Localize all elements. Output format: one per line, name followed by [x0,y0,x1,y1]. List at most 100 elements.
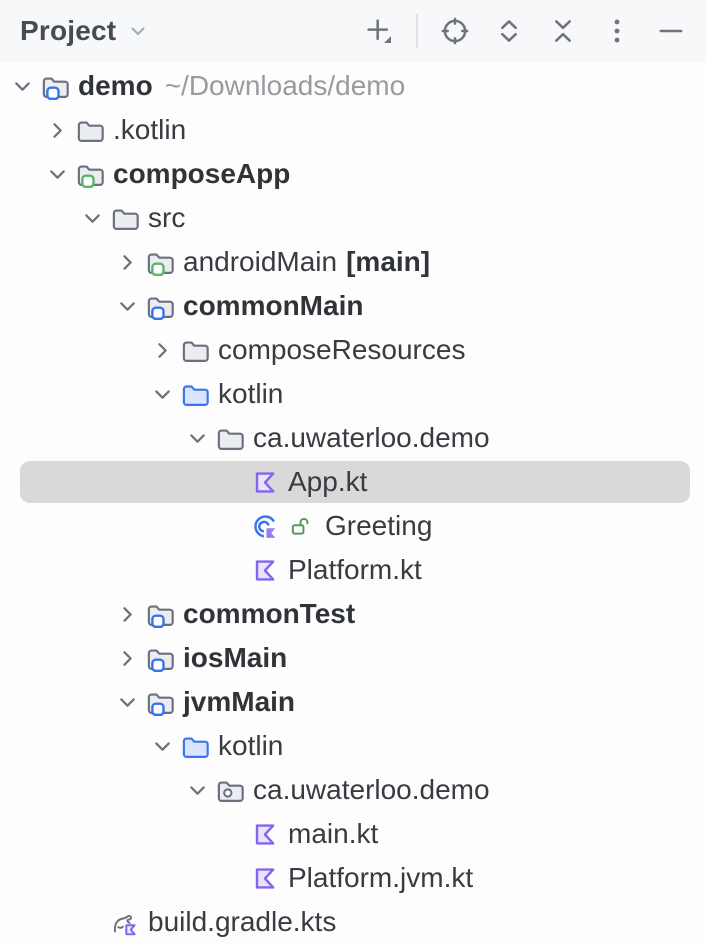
row-label: kotlin [218,378,284,409]
chevron-spacer [215,465,250,500]
row-label: main.kt [288,818,379,849]
folder-icon [110,204,139,233]
tree-row-commonmain[interactable]: commonMain [0,284,706,328]
row-label: androidMain [183,246,338,277]
tree-row-platform-kt[interactable]: Platform.kt [0,548,706,592]
indent [0,636,110,680]
tree-row-demo[interactable]: demo ~/Downloads/demo [0,64,706,108]
folder-icon [180,336,209,365]
indent [0,328,145,372]
row-label: Greeting [325,510,433,541]
project-toolwindow-header: Project [0,0,706,62]
indent [0,724,145,768]
chevron-down-icon[interactable] [5,69,40,104]
indent [0,108,40,152]
chevron-right-icon[interactable] [145,333,180,368]
tree-row-src[interactable]: src [0,196,706,240]
row-label: build.gradle.kts [148,906,337,937]
select-opened-file-button[interactable] [438,14,472,48]
chevron-right-icon[interactable] [110,641,145,676]
tree-row-build-gradle-kts[interactable]: build.gradle.kts [0,900,706,944]
row-label: composeResources [218,334,466,365]
chevron-down-icon[interactable] [110,289,145,324]
tree-row-app-kt[interactable]: App.kt [0,460,706,504]
indent [0,592,110,636]
chevron-down-icon[interactable] [125,18,151,44]
chevron-spacer [215,553,250,588]
row-label: .kotlin [113,114,187,145]
indent [0,284,110,328]
package-icon [215,776,244,805]
chevron-down-icon[interactable] [145,729,180,764]
expand-all-button[interactable] [492,14,526,48]
indent [0,680,110,724]
indent [0,900,75,944]
tree-row-jvmmain[interactable]: jvmMain [0,680,706,724]
row-label: App.kt [288,466,368,497]
hide-toolwindow-button[interactable] [654,14,688,48]
indent [0,416,180,460]
tree-row-composeapp[interactable]: composeApp [0,152,706,196]
collapse-all-button[interactable] [546,14,580,48]
kotlin-class-icon [250,512,279,541]
tree-row-kotlin[interactable]: kotlin [0,724,706,768]
folder-icon [40,72,69,101]
gradle-icon [110,908,139,937]
row-path: ~/Downloads/demo [164,70,406,101]
chevron-down-icon[interactable] [180,421,215,456]
indent [0,812,215,856]
tree-row--kotlin[interactable]: .kotlin [0,108,706,152]
tree-row-composeresources[interactable]: composeResources [0,328,706,372]
toolwindow-title[interactable]: Project [20,15,117,46]
toolbar-divider [416,14,418,48]
folder-icon [145,600,174,629]
chevron-down-icon[interactable] [40,157,75,192]
chevron-spacer [215,509,250,544]
chevron-down-icon[interactable] [180,773,215,808]
row-label: Platform.jvm.kt [288,862,474,893]
chevron-right-icon[interactable] [110,597,145,632]
indent [0,460,215,504]
chevron-right-icon[interactable] [40,113,75,148]
chevron-spacer [215,861,250,896]
chevron-down-icon[interactable] [110,685,145,720]
row-label: composeApp [113,158,291,189]
row-label: commonMain [183,290,364,321]
row-label: Platform.kt [288,554,422,585]
tree-row-greeting[interactable]: Greeting [0,504,706,548]
row-label: kotlin [218,730,284,761]
chevron-down-icon[interactable] [145,377,180,412]
indent [0,240,110,284]
tree-row-kotlin[interactable]: kotlin [0,372,706,416]
more-actions-button[interactable] [600,14,634,48]
tree-row-ca-uwaterloo-demo[interactable]: ca.uwaterloo.demo [0,416,706,460]
chevron-right-icon[interactable] [110,245,145,280]
folder-icon [145,248,174,277]
row-label: iosMain [183,642,288,673]
tree-row-platform-jvm-kt[interactable]: Platform.jvm.kt [0,856,706,900]
tree-row-commontest[interactable]: commonTest [0,592,706,636]
folder-source-icon [180,732,209,761]
kotlin-file-icon [250,556,279,585]
kotlin-file-icon [250,864,279,893]
tree-row-androidmain[interactable]: androidMain [main] [0,240,706,284]
row-label: demo [78,70,153,101]
indent [0,768,180,812]
row-label: commonTest [183,598,356,629]
lock-open-icon [290,515,312,537]
kotlin-file-icon [250,820,279,849]
folder-icon [145,688,174,717]
tree-row-ca-uwaterloo-demo[interactable]: ca.uwaterloo.demo [0,768,706,812]
folder-icon [75,116,104,145]
folder-icon [215,424,244,453]
row-label: ca.uwaterloo.demo [253,422,490,453]
toolbar-actions [362,14,688,48]
add-button[interactable] [362,14,396,48]
row-label: src [148,202,186,233]
chevron-spacer [215,817,250,852]
tree-row-iosmain[interactable]: iosMain [0,636,706,680]
tree-row-main-kt[interactable]: main.kt [0,812,706,856]
folder-icon [75,160,104,189]
chevron-down-icon[interactable] [75,201,110,236]
row-suffix: [main] [346,246,431,277]
